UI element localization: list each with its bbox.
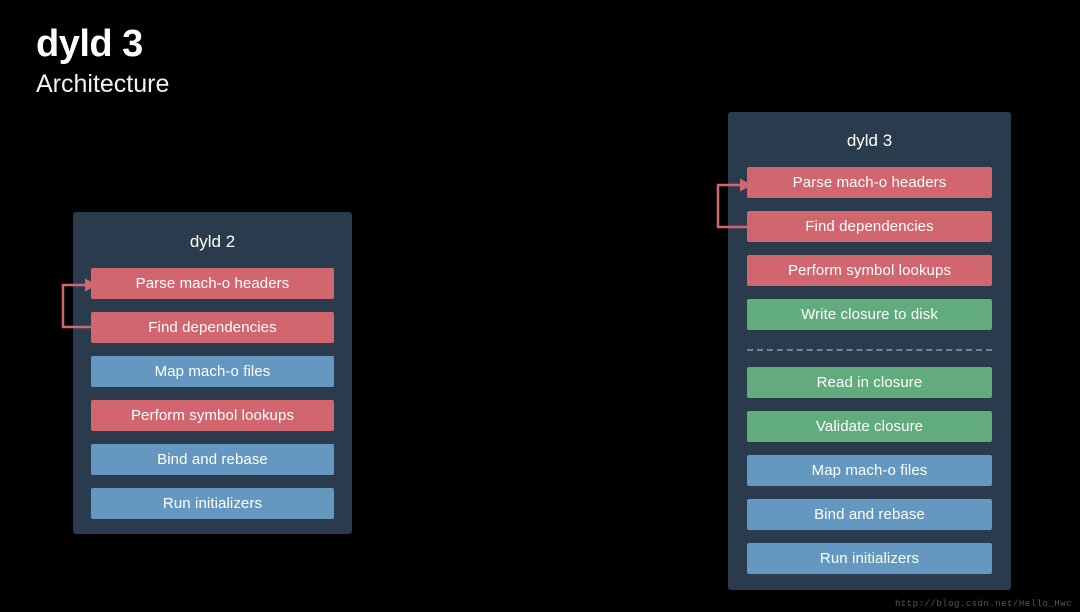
step-row: Map mach-o files	[747, 455, 992, 486]
panel-dyld3-title: dyld 3	[846, 131, 893, 150]
step-row: Bind and rebase	[91, 444, 334, 475]
section-divider	[747, 343, 992, 356]
step-row: Map mach-o files	[91, 356, 334, 387]
page-subtitle: Architecture	[36, 70, 170, 98]
step-row: Bind and rebase	[747, 499, 992, 530]
dashed-line	[747, 348, 992, 351]
step-row: Find dependencies	[747, 211, 992, 242]
step-row: Parse mach-o headers	[747, 167, 992, 198]
step-row: Validate closure	[747, 411, 992, 442]
step-row: Perform symbol lookups	[91, 400, 334, 431]
step-row: Find dependencies	[91, 312, 334, 343]
step-row: Read in closure	[747, 367, 992, 398]
page-title: dyld 3	[36, 23, 143, 65]
panel-dyld2-title: dyld 2	[189, 232, 236, 251]
watermark: http://blog.csdn.net/Hello_Hwc	[894, 599, 1072, 609]
step-row: Run initializers	[91, 488, 334, 519]
step-row: Parse mach-o headers	[91, 268, 334, 299]
slide-heading: dyld 3 Architecture	[36, 22, 636, 100]
step-row: Run initializers	[747, 543, 992, 574]
step-row: Perform symbol lookups	[747, 255, 992, 286]
step-row: Write closure to disk	[747, 299, 992, 330]
